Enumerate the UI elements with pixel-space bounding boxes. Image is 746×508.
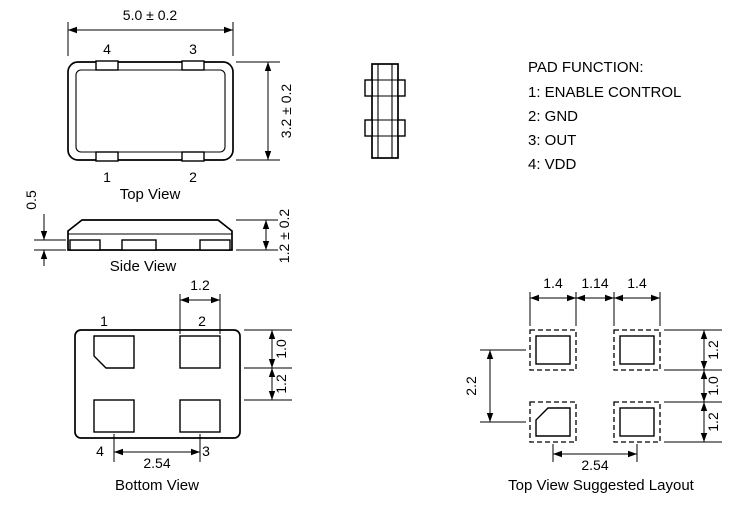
top-view-height-text: 3.2 ± 0.2: [278, 84, 294, 139]
layout-land-bottom-left: [529, 401, 577, 443]
bottom-view-pad-2: [179, 335, 221, 369]
layout-pad-top-left: [535, 335, 571, 365]
side-view: 0.5 1.2 ± 0.2 Side View: [23, 190, 292, 275]
top-view-castellation: [181, 60, 205, 71]
side-view-pad: [69, 239, 101, 251]
top-view-castellation: [95, 60, 119, 71]
layout-right-middle-text: 1.0: [705, 376, 721, 396]
side-view-height-dimension: 1.2 ± 0.2: [236, 209, 292, 264]
layout-pad-width-right-text: 1.4: [627, 275, 647, 291]
side-view-label: Side View: [110, 258, 177, 275]
bottom-view-pad-3: [179, 399, 221, 433]
bottom-view-pitch-dimension: 2.54: [113, 434, 201, 471]
pad-function-item-4: 4: VDD: [528, 156, 577, 173]
top-view-castellation: [95, 151, 119, 162]
bottom-view-pin-top-left: 1: [100, 313, 108, 329]
pad-function-item-1: 1: ENABLE CONTROL: [528, 84, 681, 101]
top-view-width-text: 5.0 ± 0.2: [123, 7, 178, 23]
bottom-view-pad-width-dimension: 1.2: [179, 277, 221, 334]
layout-land-top-right: [613, 329, 661, 371]
layout-pitch-text: 2.54: [581, 457, 608, 473]
bottom-view-edge-text: 1.0: [273, 339, 289, 359]
top-view-width-dimension: 5.0 ± 0.2: [67, 7, 234, 56]
end-view-pad: [364, 79, 373, 97]
top-view-pin-bottom-right: 2: [189, 169, 197, 185]
suggested-layout: 1.4 1.14 1.4 2.2 1.2 1: [463, 275, 722, 494]
top-view-castellation: [181, 151, 205, 162]
pad-function-item-2: 2: GND: [528, 108, 578, 125]
bottom-view-pin-top-right: 2: [198, 313, 206, 329]
side-view-pad: [121, 239, 157, 251]
bottom-view-label: Bottom View: [115, 477, 199, 494]
bottom-view: 1 2 4 3 1.2 1.0 1.2: [74, 277, 292, 494]
suggested-layout-label: Top View Suggested Layout: [508, 477, 695, 494]
bottom-view-pin-bottom-right: 3: [202, 443, 210, 459]
side-view-height-text: 1.2 ± 0.2: [276, 209, 292, 264]
layout-vertical-pitch-text: 2.2: [463, 376, 479, 396]
bottom-view-pad-width-text: 1.2: [190, 277, 210, 293]
layout-vertical-pitch-dimension: 2.2: [463, 349, 526, 423]
top-view: 4 3 1 2 5.0 ± 0.2 3.2 ± 0.2 Top View: [67, 7, 294, 203]
end-view-pad: [397, 79, 406, 97]
end-view-pad: [397, 119, 406, 137]
top-view-pin-top-right: 3: [189, 41, 197, 57]
top-view-body: [67, 61, 234, 161]
bottom-view-gap-text: 1.2: [273, 374, 289, 394]
end-view-pad: [364, 119, 373, 137]
layout-right-dimensions: 1.2 1.0 1.2: [664, 329, 722, 443]
end-view: [364, 63, 406, 159]
bottom-view-gap-dimension: 1.2: [244, 368, 292, 401]
bottom-view-pad-4: [93, 399, 135, 433]
side-view-pad-thickness-text: 0.5: [23, 190, 39, 210]
side-view-body: [67, 219, 233, 251]
top-view-pin-top-left: 4: [103, 41, 111, 57]
layout-land-top-left: [529, 329, 577, 371]
top-view-label: Top View: [120, 186, 181, 203]
pad-function-item-3: 3: OUT: [528, 132, 576, 149]
layout-right-bottom-text: 1.2: [705, 412, 721, 432]
side-view-pad: [199, 239, 231, 251]
side-view-pad-thickness-dimension: 0.5: [23, 190, 66, 266]
layout-pad-bottom-right: [619, 407, 655, 437]
top-view-inner-outline: [75, 69, 226, 153]
bottom-view-pitch-text: 2.54: [143, 455, 170, 471]
end-view-body: [371, 63, 399, 159]
layout-pad-top-right: [619, 335, 655, 365]
pad-function-title: PAD FUNCTION:: [528, 59, 644, 76]
bottom-view-pin-bottom-left: 4: [96, 443, 104, 459]
layout-right-top-text: 1.2: [705, 340, 721, 360]
layout-land-bottom-right: [613, 401, 661, 443]
layout-pitch-dimension: 2.54: [552, 444, 638, 473]
top-view-height-dimension: 3.2 ± 0.2: [236, 61, 294, 161]
pad-function-block: PAD FUNCTION: 1: ENABLE CONTROL 2: GND 3…: [528, 59, 681, 173]
layout-gap-text: 1.14: [581, 275, 608, 291]
layout-top-dimensions: 1.4 1.14 1.4: [529, 275, 661, 326]
bottom-view-pad-1: [93, 335, 135, 369]
layout-pad-width-left-text: 1.4: [543, 275, 563, 291]
top-view-pin-bottom-left: 1: [103, 169, 111, 185]
bottom-view-edge-dimension: 1.0: [244, 329, 292, 369]
layout-pad-bottom-left: [535, 407, 571, 437]
